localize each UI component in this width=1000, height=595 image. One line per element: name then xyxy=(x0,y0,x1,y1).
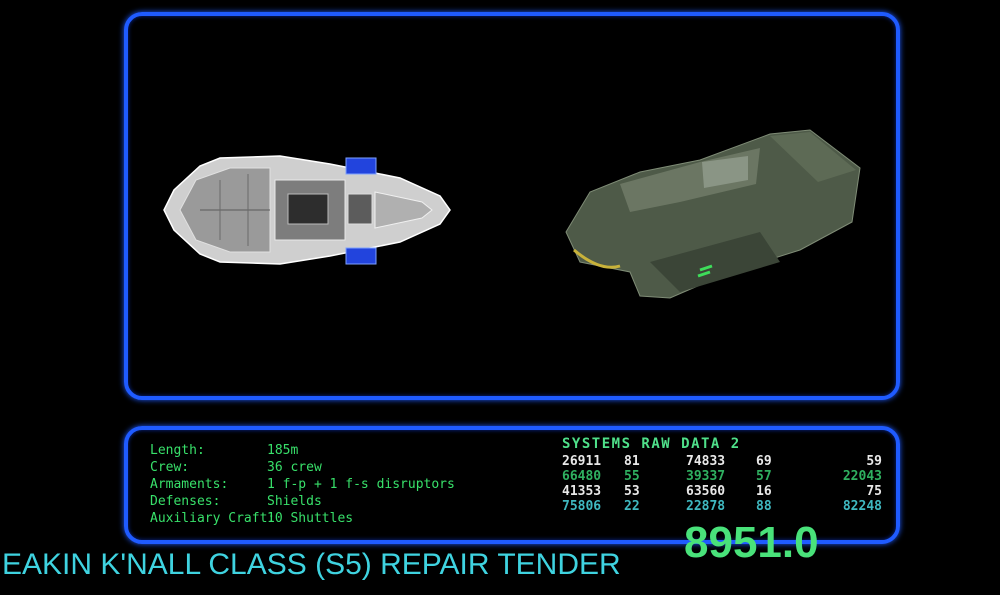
systems-cell: 69 xyxy=(756,454,772,469)
systems-cell: 41353 xyxy=(562,484,602,499)
spec-value: 10 Shuttles xyxy=(267,511,354,526)
systems-row: 75806 22 22878 88 82248 xyxy=(562,499,882,514)
systems-cell: 88 xyxy=(756,499,772,514)
systems-cell: 66480 xyxy=(562,469,602,484)
systems-cell: 57 xyxy=(756,469,772,484)
spec-value: 185m xyxy=(267,443,299,458)
systems-cell: 63560 xyxy=(686,484,726,499)
systems-cell: 55 xyxy=(624,469,640,484)
systems-cell: 39337 xyxy=(686,469,726,484)
systems-title: SYSTEMS RAW DATA 2 xyxy=(562,436,741,452)
spec-auxiliary-craft: Auxiliary Craft: 10 Shuttles xyxy=(150,510,455,527)
ship-data-panel xyxy=(124,426,900,544)
systems-cell: 53 xyxy=(624,484,640,499)
spec-crew: Crew: 36 crew xyxy=(150,459,455,476)
ship-specs: Length: 185m Crew: 36 crew Armaments: 1 … xyxy=(150,442,455,527)
systems-cell: 74833 xyxy=(686,454,726,469)
spec-label: Armaments: xyxy=(150,477,229,492)
spec-label: Crew: xyxy=(150,460,190,475)
systems-cell: 75 xyxy=(866,484,882,499)
spec-value: 1 f-p + 1 f-s disruptors xyxy=(267,477,455,492)
systems-row: 41353 53 63560 16 75 xyxy=(562,484,882,499)
systems-cell: 75806 xyxy=(562,499,602,514)
spec-label: Defenses: xyxy=(150,494,221,509)
spec-length: Length: 185m xyxy=(150,442,455,459)
systems-cell: 59 xyxy=(866,454,882,469)
systems-cell: 22878 xyxy=(686,499,726,514)
spec-value: Shields xyxy=(267,494,322,509)
stardate-counter: 8951.0 xyxy=(684,518,819,567)
systems-cell: 22043 xyxy=(842,469,882,484)
systems-cell: 26911 xyxy=(562,454,602,469)
systems-row: 26911 81 74833 69 59 xyxy=(562,454,882,469)
ship-class-title: EAKIN K'NALL CLASS (S5) REPAIR TENDER xyxy=(2,548,621,581)
systems-cell: 82248 xyxy=(842,499,882,514)
ship-render-3d xyxy=(565,129,861,299)
ship-viewer-frame xyxy=(124,12,900,400)
systems-data-grid: 26911 81 74833 69 59 66480 55 39337 57 2… xyxy=(562,454,882,514)
spec-label: Auxiliary Craft: xyxy=(150,511,276,526)
spec-defenses: Defenses: Shields xyxy=(150,493,455,510)
systems-cell: 81 xyxy=(624,454,640,469)
spec-armaments: Armaments: 1 f-p + 1 f-s disruptors xyxy=(150,476,455,493)
spec-label: Length: xyxy=(150,443,205,458)
systems-cell: 22 xyxy=(624,499,640,514)
ship-schematic-topdown xyxy=(163,155,451,265)
systems-row: 66480 55 39337 57 22043 xyxy=(562,469,882,484)
systems-cell: 16 xyxy=(756,484,772,499)
spec-value: 36 crew xyxy=(267,460,322,475)
